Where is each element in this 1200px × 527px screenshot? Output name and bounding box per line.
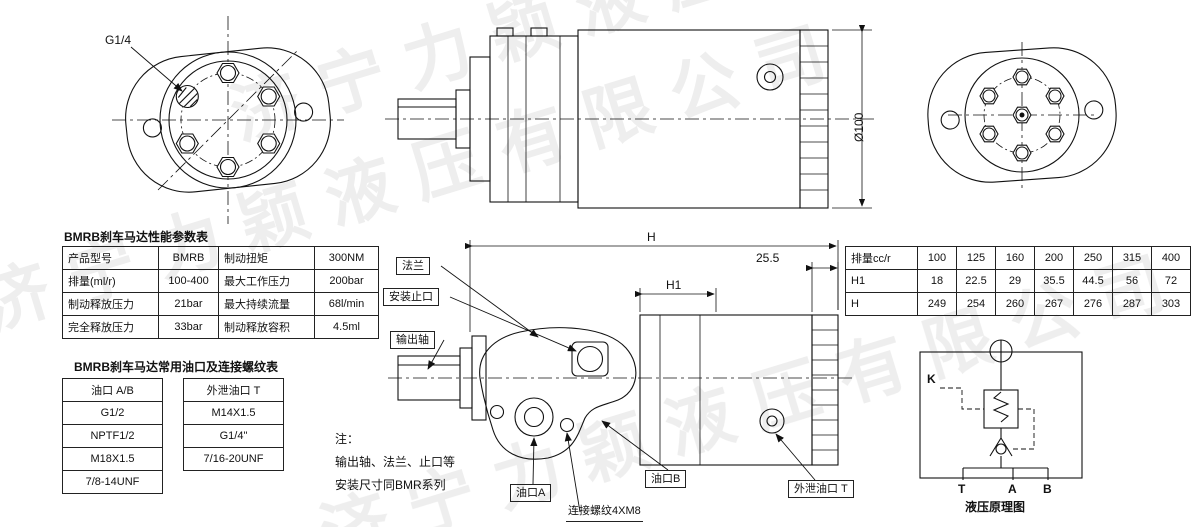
schematic-title: 液压原理图: [965, 500, 1026, 514]
dim-h1-label: H1: [666, 278, 682, 292]
note-prefix: 注：: [335, 432, 360, 446]
flange-callout: 法兰: [396, 257, 430, 276]
ports-table-t: 外泄油口 T M14X1.5 G1/4" 7/16-20UNF: [183, 378, 284, 471]
port-b-callout: 油口B: [645, 470, 687, 489]
ports-table-title: BMRB刹车马达常用油口及连接螺纹表: [74, 360, 278, 374]
schematic-port-k-label: K: [927, 372, 936, 386]
output-shaft-callout: 输出轴: [390, 331, 435, 350]
main-side-view: [388, 240, 852, 513]
diameter-100-label: Ø100: [852, 112, 866, 142]
rear-view: [927, 42, 1117, 188]
table-row: 7/16-20UNF: [183, 447, 284, 471]
table-row: G1/2: [62, 401, 163, 425]
drain-port-callout: 外泄油口 T: [788, 480, 854, 499]
table-row: M14X1.5: [183, 401, 284, 425]
note-line-1: 输出轴、法兰、止口等: [335, 455, 456, 469]
table-row: H1 18 22.5 29 35.5 44.5 56 72: [845, 269, 1191, 293]
table-row: M18X1.5: [62, 447, 163, 471]
schematic-port-t-label: T: [958, 482, 966, 496]
front-view: [112, 16, 344, 224]
side-view: [385, 24, 874, 209]
table-row: 7/8-14UNF: [62, 470, 163, 494]
table-row: 产品型号 BMRB 制动扭矩 300NM: [62, 246, 379, 270]
dim-25-5-label: 25.5: [756, 251, 780, 265]
port-a-callout: 油口A: [510, 484, 552, 503]
perf-table: 产品型号 BMRB 制动扭矩 300NM 排量(ml/r) 100-400 最大…: [62, 246, 379, 339]
mounting-spigot-callout: 安装止口: [383, 288, 439, 307]
table-row: G1/4": [183, 424, 284, 448]
table-row: 制动释放压力 21bar 最大持续流量 68l/min: [62, 292, 379, 316]
schematic-port-a-label: A: [1008, 482, 1017, 496]
table-row: 排量cc/r 100 125 160 200 250 315 400: [845, 246, 1191, 270]
hydraulic-schematic: [919, 339, 1083, 480]
table-row: H 249 254 260 267 276 287 303: [845, 292, 1191, 316]
schematic-port-b-label: B: [1043, 482, 1052, 496]
table-row: 外泄油口 T: [183, 378, 284, 402]
ports-table-ab: 油口 A/B G1/2 NPTF1/2 M18X1.5 7/8-14UNF: [62, 378, 163, 494]
perf-table-title: BMRB刹车马达性能参数表: [64, 230, 208, 244]
table-row: 排量(ml/r) 100-400 最大工作压力 200bar: [62, 269, 379, 293]
g14-port-label: G1/4: [105, 33, 132, 47]
thread-callout: 连接螺纹4XM8: [566, 502, 643, 522]
displacement-table: 排量cc/r 100 125 160 200 250 315 400 H1 18…: [845, 246, 1191, 316]
dim-h-label: H: [647, 230, 656, 244]
table-row: NPTF1/2: [62, 424, 163, 448]
g14-port-hatched: [175, 84, 199, 109]
note-line-2: 安装尺寸同BMR系列: [335, 478, 446, 492]
table-row: 油口 A/B: [62, 378, 163, 402]
table-row: 完全释放压力 33bar 制动释放容积 4.5ml: [62, 315, 379, 339]
